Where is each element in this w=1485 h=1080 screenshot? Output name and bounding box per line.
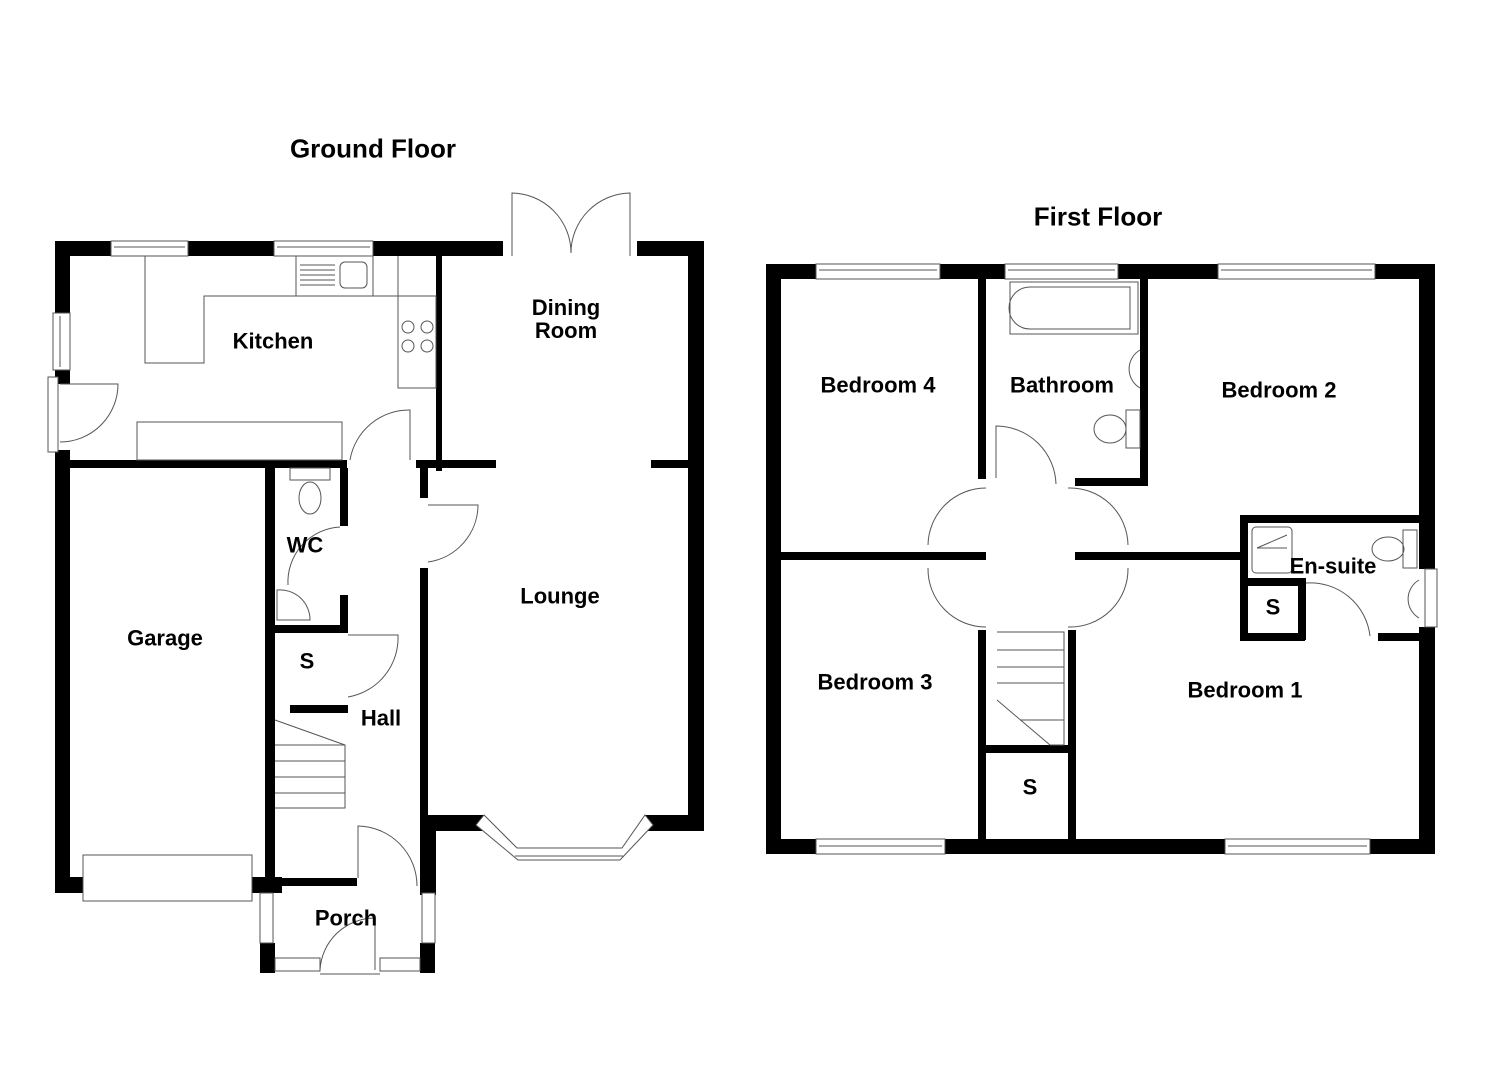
room-bathroom: Bathroom: [1010, 372, 1114, 398]
room-kitchen: Kitchen: [232, 328, 314, 354]
ground-floor-title: Ground Floor: [289, 133, 457, 164]
room-dining-room: Dining Room: [532, 296, 600, 342]
room-hall: Hall: [360, 705, 402, 731]
room-dining-line1: Dining: [531, 294, 601, 320]
hob-icon: [401, 320, 434, 353]
room-porch: Porch: [314, 905, 378, 931]
room-bedroom-4: Bedroom 4: [820, 372, 936, 398]
room-wc: WC: [286, 532, 324, 558]
room-bedroom-3: Bedroom 3: [817, 669, 933, 695]
room-store-ensuite: S: [1265, 594, 1281, 620]
first-floor-title: First Floor: [1033, 201, 1163, 232]
room-dining-line2: Room: [534, 318, 598, 343]
first-floor-fixtures: [815, 263, 1438, 855]
ground-floor-fixtures: [47, 192, 654, 975]
sink-icon: [300, 261, 368, 289]
room-lounge: Lounge: [520, 583, 600, 609]
room-store-ground: S: [299, 648, 315, 674]
room-garage: Garage: [127, 625, 203, 651]
room-bedroom-2: Bedroom 2: [1221, 377, 1337, 403]
ground-floor-walls: [55, 241, 704, 973]
first-floor-walls: [766, 264, 1435, 854]
room-en-suite: En-suite: [1289, 553, 1377, 579]
room-store-landing: S: [1022, 774, 1038, 800]
room-bedroom-1: Bedroom 1: [1187, 677, 1303, 703]
